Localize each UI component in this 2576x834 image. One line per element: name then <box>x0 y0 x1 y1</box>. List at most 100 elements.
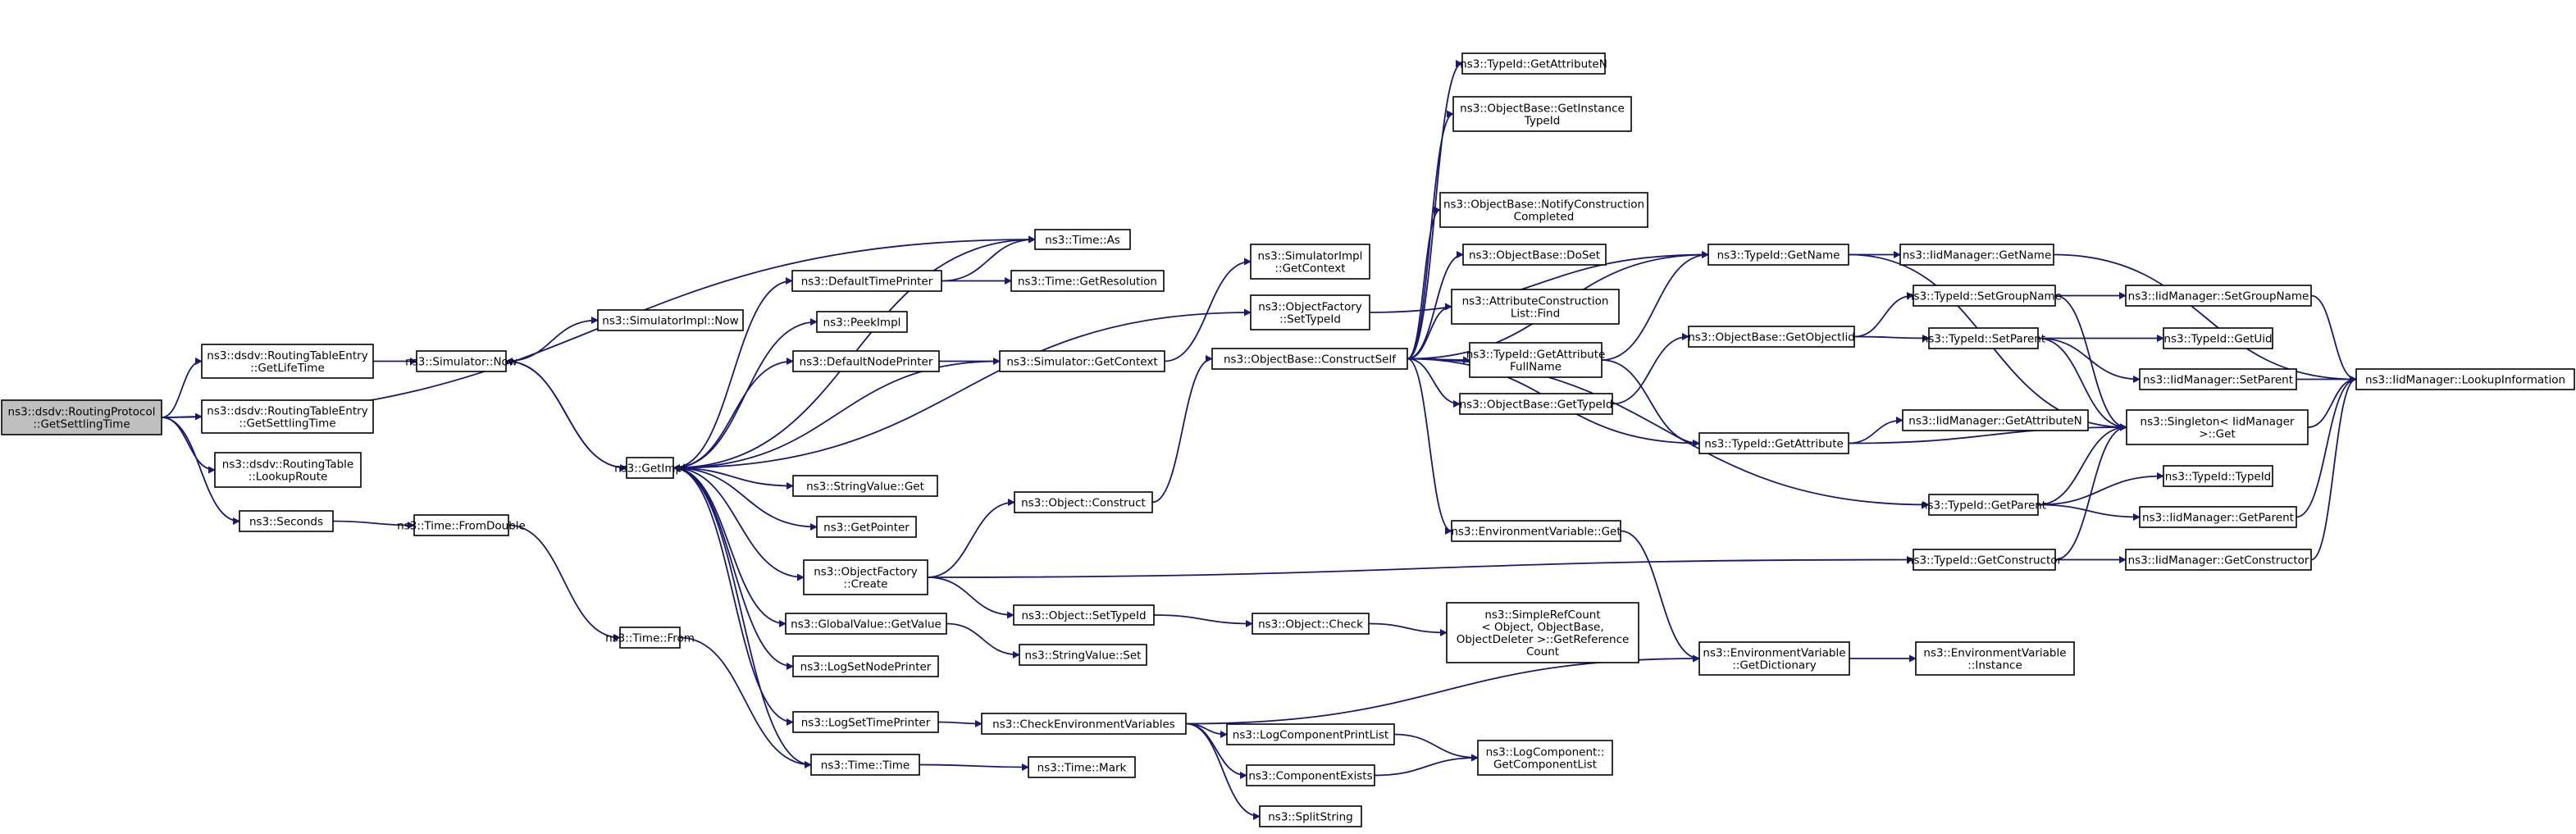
edge-getimpl-to-default_time_printer <box>672 277 793 469</box>
node-typeid-getuid[interactable]: ns3::TypeId::GetUid <box>2163 327 2273 349</box>
node-envvar-get[interactable]: ns3::EnvironmentVariable::Get <box>1451 520 1621 542</box>
node-time-getresolution[interactable]: ns3::Time::GetResolution <box>1010 270 1165 292</box>
node-getpointer[interactable]: ns3::GetPointer <box>816 516 917 538</box>
node-label: ns3::EnvironmentVariable::GetDictionary <box>1703 647 1845 672</box>
node-iid-setgroupname[interactable]: ns3::IidManager::SetGroupName <box>2125 285 2312 307</box>
node-seconds[interactable]: ns3::Seconds <box>239 510 334 532</box>
node-time-fromdouble[interactable]: ns3::Time::FromDouble <box>397 514 526 536</box>
node-sim-now[interactable]: ns3::Simulator::Now <box>405 350 517 372</box>
node-time-as[interactable]: ns3::Time::As <box>1034 229 1131 250</box>
edge-objbase_constructself-to-objbase_notify <box>1407 206 1441 360</box>
node-objbase-gettypeid[interactable]: ns3::ObjectBase::GetTypeId <box>1459 393 1613 415</box>
node-box <box>785 613 947 635</box>
node-logcomponent-getlist[interactable]: ns3::LogComponent::GetComponentList <box>1477 740 1613 776</box>
node-typeid-setgroupname[interactable]: ns3::TypeId::SetGroupName <box>1907 285 2062 307</box>
node-label: ns3::Simulator::GetContext <box>1006 356 1157 369</box>
node-object-construct[interactable]: ns3::Object::Construct <box>1014 491 1153 513</box>
node-label: ns3::TypeId::GetName <box>1717 249 1840 262</box>
node-rt-lookup[interactable]: ns3::dsdv::RoutingTable::LookupRoute <box>214 452 362 488</box>
edge-iid_setgroupname-to-iid_lookupinfo <box>2310 294 2357 383</box>
edge-typeid_setparent-to-iid_setparent <box>2037 337 2141 383</box>
node-sim-getcontext[interactable]: ns3::Simulator::GetContext <box>999 350 1165 372</box>
node-root[interactable]: ns3::dsdv::RoutingProtocol::GetSettlingT… <box>1 399 162 435</box>
node-iid-getattributen[interactable]: ns3::IidManager::GetAttributeN <box>1902 409 2089 431</box>
node-globalvalue-getvalue[interactable]: ns3::GlobalValue::GetValue <box>785 613 947 635</box>
node-box <box>201 399 374 434</box>
node-layer: ns3::dsdv::RoutingProtocol::GetSettlingT… <box>1 52 2575 827</box>
node-box <box>2125 285 2312 307</box>
node-box <box>1469 342 1603 378</box>
edge-singleton_get-to-iid_lookupinfo <box>2307 376 2357 428</box>
node-simplerefcount[interactable]: ns3::SimpleRefCount< Object, ObjectBase,… <box>1446 602 1639 663</box>
node-iid-getname[interactable]: ns3::IidManager::GetName <box>1899 244 2054 266</box>
node-objbase-doset[interactable]: ns3::ObjectBase::DoSet <box>1462 244 1607 266</box>
node-default-time-printer[interactable]: ns3::DefaultTimePrinter <box>791 270 942 292</box>
node-stringvalue-get[interactable]: ns3::StringValue::Get <box>792 475 938 497</box>
node-iid-lookupinfo[interactable]: ns3::IidManager::LookupInformation <box>2355 368 2575 390</box>
node-typeid-typeid[interactable]: ns3::TypeId::TypeId <box>2163 465 2273 487</box>
node-box <box>1250 294 1370 330</box>
node-iid-setparent[interactable]: ns3::IidManager::SetParent <box>2139 368 2297 390</box>
edge-objbase_constructself-to-attrconstructionlist_find <box>1407 303 1452 360</box>
edge-typeid_getparent-to-singleton_get <box>2037 423 2127 506</box>
edge-getimpl-to-objfactory_settypeid <box>672 308 1252 469</box>
node-box <box>1034 229 1131 250</box>
node-simimpl-now[interactable]: ns3::SimulatorImpl::Now <box>597 309 744 331</box>
node-time-time[interactable]: ns3::Time::Time <box>810 754 920 776</box>
node-simimpl-getcontext[interactable]: ns3::SimulatorImpl::GetContext <box>1250 244 1370 280</box>
node-splitstring[interactable]: ns3::SplitString <box>1259 805 1362 827</box>
node-label: ns3::dsdv::RoutingTableEntry::GetLifeTim… <box>207 349 367 375</box>
node-box <box>2139 506 2297 528</box>
node-getimpl[interactable]: ns3::GetImpl <box>614 457 686 479</box>
node-label: ns3::dsdv::RoutingTableEntry::GetSettlin… <box>207 405 367 431</box>
node-box <box>1462 244 1607 266</box>
node-typeid-getattribute[interactable]: ns3::TypeId::GetAttribute <box>1698 432 1849 454</box>
node-object-settypeid[interactable]: ns3::Object::SetTypeId <box>1013 604 1155 626</box>
node-iid-getparent[interactable]: ns3::IidManager::GetParent <box>2139 506 2297 528</box>
node-rte-settle[interactable]: ns3::dsdv::RoutingTableEntry::GetSettlin… <box>201 399 374 434</box>
node-logsettimeprinter[interactable]: ns3::LogSetTimePrinter <box>792 711 939 733</box>
node-typeid-getname[interactable]: ns3::TypeId::GetName <box>1707 244 1849 266</box>
node-typeid-getconstructor[interactable]: ns3::TypeId::GetConstructor <box>1907 549 2063 571</box>
node-label: ns3::EnvironmentVariable::Instance <box>1923 647 2066 672</box>
node-peekimpl[interactable]: ns3::PeekImpl <box>816 311 908 333</box>
node-box <box>1698 432 1849 454</box>
node-time-mark[interactable]: ns3::Time::Mark <box>1028 756 1136 778</box>
node-envvar-instance[interactable]: ns3::EnvironmentVariable::Instance <box>1915 641 2075 676</box>
node-label: ns3::EnvironmentVariable::Get <box>1451 526 1621 539</box>
node-stringvalue-set[interactable]: ns3::StringValue::Set <box>1019 644 1147 666</box>
node-logsetnodeprinter[interactable]: ns3::LogSetNodePrinter <box>792 655 939 677</box>
node-singleton-get[interactable]: ns3::Singleton< IidManager>::Get <box>2126 409 2309 445</box>
node-envvar-getdictionary[interactable]: ns3::EnvironmentVariable::GetDictionary <box>1698 641 1850 676</box>
node-label: ns3::LogComponentPrintList <box>1233 729 1388 742</box>
node-logcomponentprintlist[interactable]: ns3::LogComponentPrintList <box>1226 723 1395 745</box>
edge-typeid_getattrfullname-to-typeid_getattribute <box>1601 359 1700 447</box>
node-rte-life[interactable]: ns3::dsdv::RoutingTableEntry::GetLifeTim… <box>201 344 374 379</box>
node-label: ns3::ObjectFactory::Create <box>814 566 918 591</box>
node-typeid-getattributen[interactable]: ns3::TypeId::GetAttributeN <box>1460 52 1607 75</box>
edge-time_from-to-time_time <box>679 636 812 768</box>
node-typeid-setparent[interactable]: ns3::TypeId::SetParent <box>1922 327 2045 349</box>
node-box <box>1 399 162 435</box>
node-time-from[interactable]: ns3::Time::From <box>605 627 695 649</box>
node-iid-getconstructor[interactable]: ns3::IidManager::GetConstructor <box>2125 549 2312 571</box>
node-objfactory-settypeid[interactable]: ns3::ObjectFactory::SetTypeId <box>1250 294 1370 330</box>
node-object-check[interactable]: ns3::Object::Check <box>1252 613 1370 635</box>
node-box <box>2163 327 2273 349</box>
node-objbase-constructself[interactable]: ns3::ObjectBase::ConstructSelf <box>1211 348 1408 370</box>
node-objbase-getobjectiid[interactable]: ns3::ObjectBase::GetObjectIid <box>1688 326 1855 348</box>
node-label: ns3::LogSetNodePrinter <box>800 661 932 674</box>
node-default-node-printer[interactable]: ns3::DefaultNodePrinter <box>792 350 940 372</box>
node-label: ns3::Object::SetTypeId <box>1021 609 1146 622</box>
node-box <box>1698 641 1850 676</box>
node-objfactory-create[interactable]: ns3::ObjectFactory::Create <box>803 559 928 595</box>
node-componentexists[interactable]: ns3::ComponentExists <box>1246 764 1375 786</box>
edge-iid_getname-to-iid_lookupinfo <box>2053 253 2357 383</box>
node-checkenvvars[interactable]: ns3::CheckEnvironmentVariables <box>981 713 1187 735</box>
node-typeid-getparent[interactable]: ns3::TypeId::GetParent <box>1921 494 2046 516</box>
